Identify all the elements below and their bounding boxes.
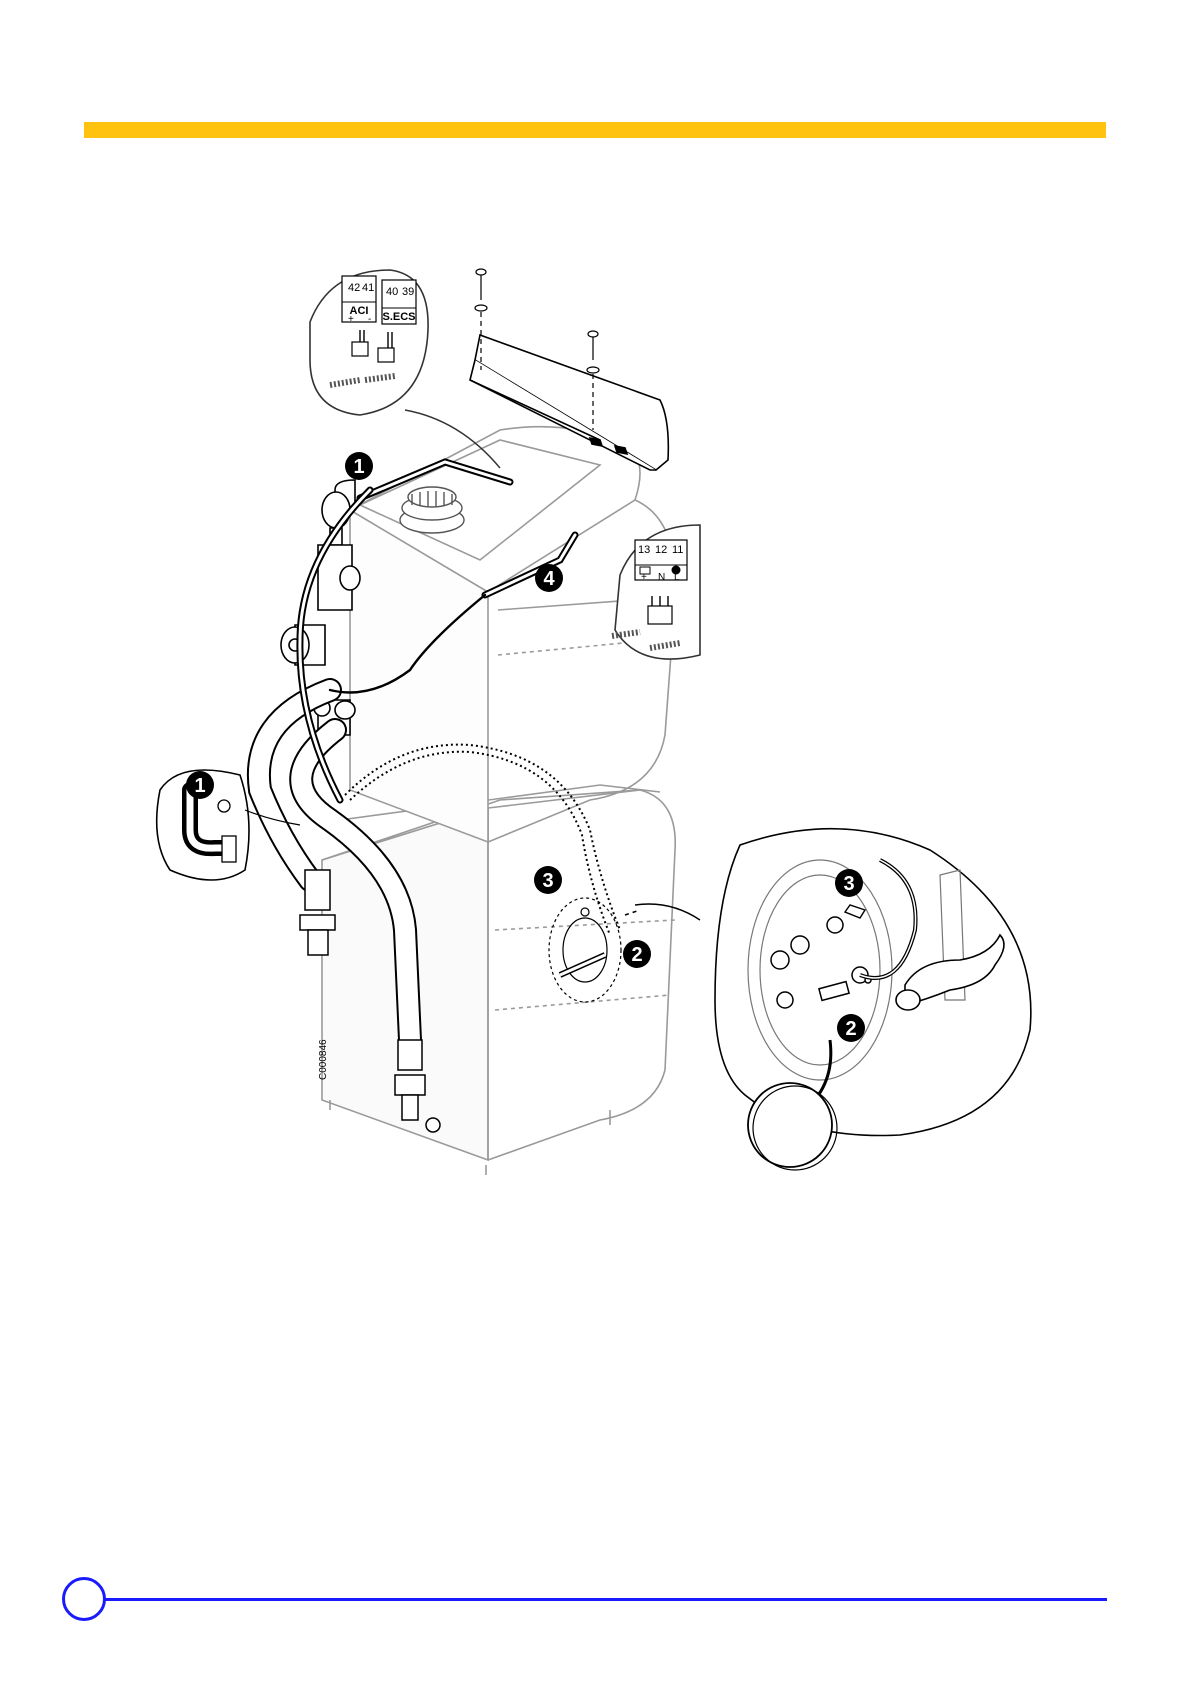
flue-outlet [400,487,464,533]
page-number-circle [62,1577,106,1621]
callout-3-tank: 3 [534,866,562,894]
svg-text:N: N [658,572,665,583]
svg-text:41: 41 [362,282,374,294]
svg-text:13: 13 [638,544,650,556]
svg-text:3: 3 [542,870,553,892]
figure-code: C000846 [318,1039,329,1080]
tank-flange [549,898,621,1002]
svg-text:40: 40 [386,286,398,298]
callout-1-top: 1 [345,452,373,480]
detail-bubble-top-left [310,270,500,468]
svg-text:1: 1 [353,456,364,478]
svg-text:+: + [348,314,354,325]
svg-text:+: + [641,572,647,583]
callout-2-detail: 2 [837,1014,865,1042]
svg-text:2: 2 [631,944,642,966]
callout-2-tank: 2 [623,940,651,968]
callout-4: 4 [535,564,563,592]
svg-text:1: 1 [194,775,205,797]
callout-3-detail: 3 [835,869,863,897]
svg-text:42: 42 [348,282,360,294]
svg-text:2: 2 [845,1018,856,1040]
svg-text:11: 11 [672,544,683,556]
svg-text:S.ECS: S.ECS [382,311,415,323]
svg-text:39: 39 [402,286,414,298]
top-cover-panel [470,335,668,470]
footer-line [104,1598,1107,1601]
svg-text:3: 3 [843,873,854,895]
svg-text:4: 4 [543,568,555,590]
callout-1-left: 1 [186,771,214,799]
svg-text:12: 12 [655,544,667,556]
svg-text:-: - [368,314,371,325]
detail-bubble-anode [625,829,1031,1170]
svg-text:L: L [674,572,680,583]
